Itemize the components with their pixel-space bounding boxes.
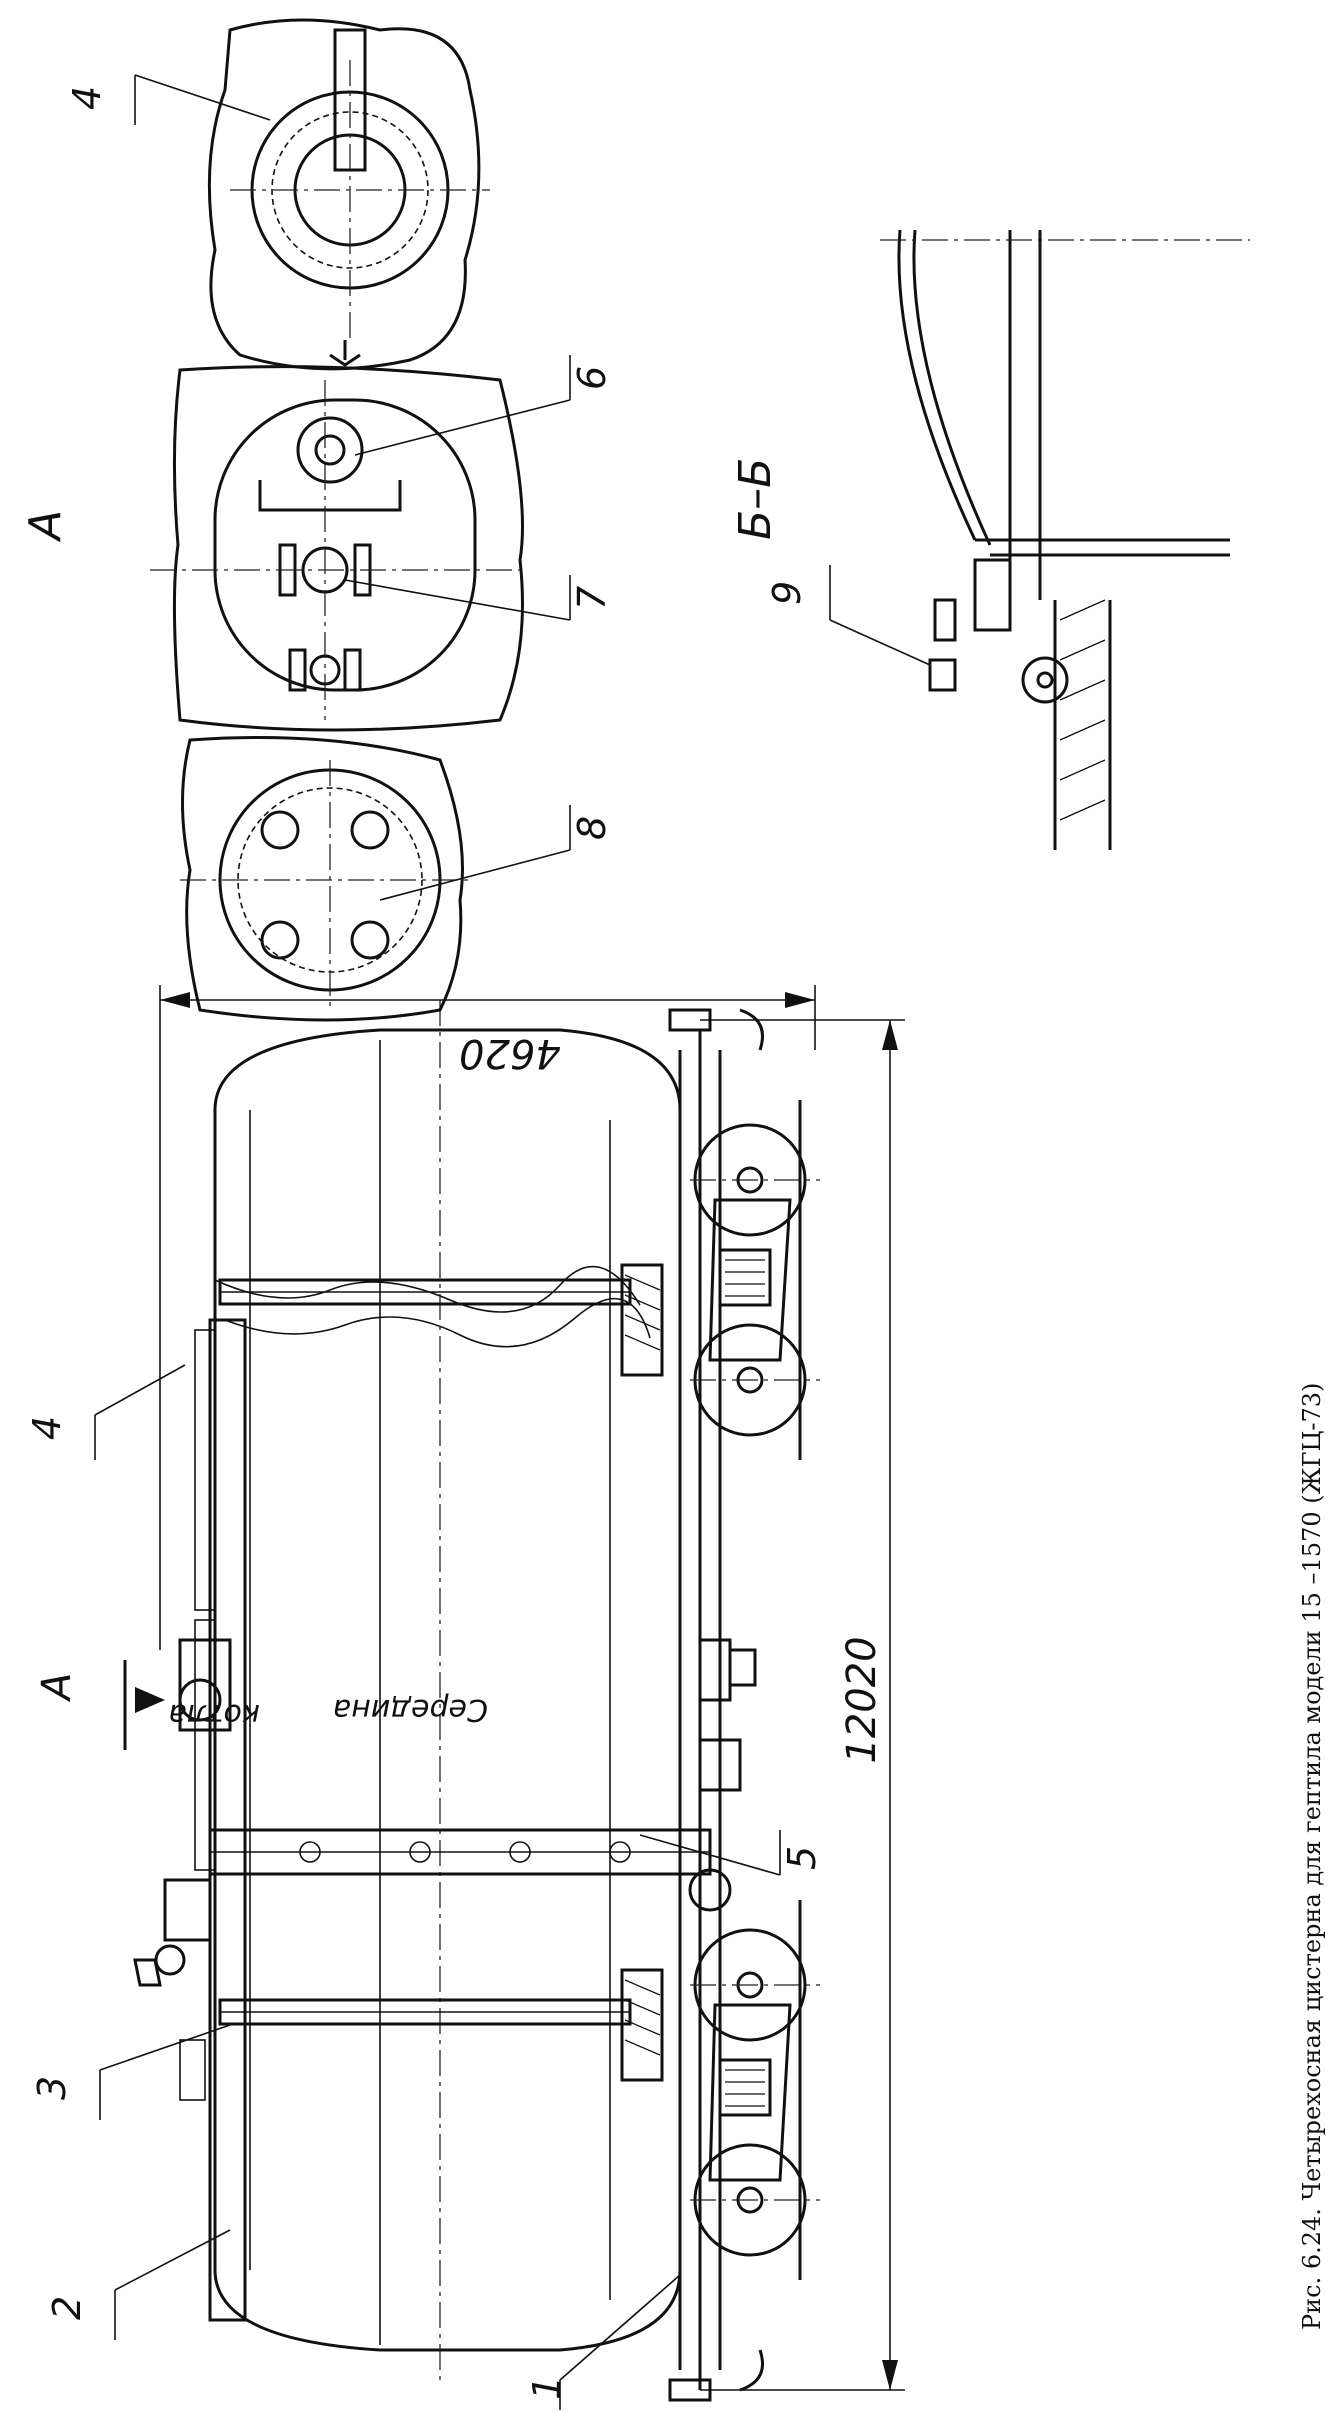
section-b-b: [880, 229, 1250, 850]
callout-5: 5: [639, 1830, 824, 1876]
detail-fill-drain-valves: [150, 365, 524, 732]
svg-text:4: 4: [25, 1416, 69, 1440]
callout-7: 7: [344, 575, 614, 621]
callout-8: 8: [379, 805, 614, 901]
top-platform: [133, 1318, 247, 2322]
tank-band-right: [218, 1278, 632, 1306]
callout-6: 6: [354, 355, 614, 456]
svg-text:котла: котла: [168, 1697, 260, 1732]
detail-loading-hatch: [180, 736, 470, 1022]
svg-text:А: А: [34, 1673, 80, 1703]
callout-4-detail: 4: [65, 74, 271, 125]
tank-band-left: [218, 1998, 632, 2026]
figure-caption: Рис. 6.24. Четырехосная цистерна для геп…: [1298, 1383, 1326, 2330]
coupler-left: [739, 2349, 764, 2392]
tank-band-middle: [208, 1828, 712, 1876]
callout-4-main: 4: [25, 1364, 186, 1460]
bolster-left: [620, 1968, 664, 2082]
coupler-right: [739, 1008, 764, 1051]
svg-text:Середина: Середина: [333, 1692, 488, 1727]
svg-text:12020: 12020: [839, 1636, 885, 1763]
dimension-height: 4620: [159, 985, 816, 1650]
svg-text:3: 3: [30, 2076, 74, 2100]
tank-car-side-view: [133, 1000, 820, 2402]
svg-text:7: 7: [570, 586, 614, 610]
callout-2: 2: [45, 2229, 231, 2340]
view-a-label: А: [20, 510, 71, 543]
bogie-left: [688, 1868, 820, 2280]
svg-text:4: 4: [65, 86, 109, 110]
svg-text:9: 9: [765, 581, 809, 605]
section-b-label: Б–Б: [730, 458, 781, 540]
svg-text:5: 5: [780, 1846, 824, 1870]
svg-text:6: 6: [570, 366, 614, 390]
view-arrow-a: А: [34, 1660, 165, 1750]
svg-text:2: 2: [45, 2296, 89, 2320]
detail-manhole-cover: [207, 18, 490, 371]
bogie-right: [690, 1100, 820, 1460]
dimension-length: 12020: [700, 1019, 905, 2391]
callout-1: 1: [525, 2274, 681, 2410]
svg-text:4620: 4620: [459, 1030, 561, 1076]
bolster-right: [620, 1263, 664, 1377]
svg-text:8: 8: [570, 816, 614, 840]
callout-9: 9: [765, 565, 931, 666]
svg-text:1: 1: [525, 2376, 569, 2400]
middle-of-boiler-label: котла Середина: [168, 1692, 488, 1732]
brake-equipment: [698, 1638, 757, 1792]
callout-3: 3: [30, 2024, 231, 2120]
